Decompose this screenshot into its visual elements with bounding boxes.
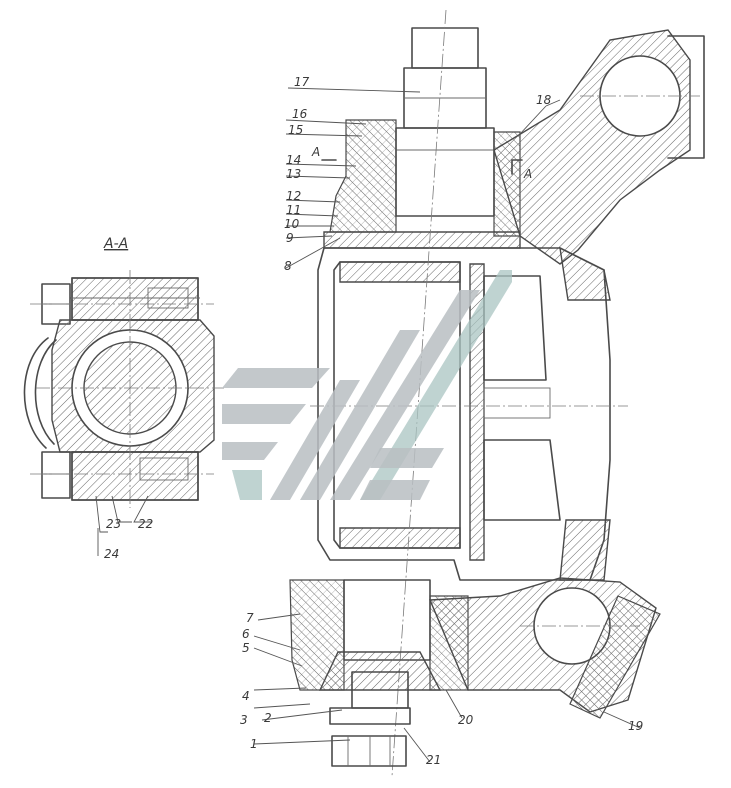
callout-12: 12 [286,189,301,203]
main-assembly-view: A A 17 16 15 14 13 12 11 10 9 8 18 [240,9,705,777]
callout-14: 14 [286,153,301,167]
section-mark-right: A [523,167,532,181]
callout-6: 6 [242,627,250,641]
callout-1: 1 [250,737,258,751]
callout-22: 22 [138,517,153,531]
callout-3: 3 [240,713,248,727]
callout-23: 23 [106,517,121,531]
callout-2: 2 [264,711,272,725]
callout-15: 15 [288,123,303,137]
callout-4: 4 [242,689,250,703]
section-a-a-label: A-A [103,236,128,252]
callout-24: 24 [104,547,119,561]
callout-9: 9 [286,231,294,245]
callout-7: 7 [246,611,254,625]
callout-16: 16 [292,107,308,121]
callout-5: 5 [242,641,250,655]
callout-11: 11 [286,203,301,217]
section-a-a-view: A-A 23 22 24 [23,236,224,561]
stylized-logo-watermark [222,270,512,500]
callout-18: 18 [536,93,552,107]
callout-17: 17 [294,75,310,89]
callout-8: 8 [284,259,292,273]
callout-21: 21 [426,753,441,767]
callout-13: 13 [286,167,301,181]
callout-19: 19 [628,719,643,733]
callout-10: 10 [284,217,300,231]
section-mark-left: A [311,145,320,159]
callout-20: 20 [458,713,474,727]
